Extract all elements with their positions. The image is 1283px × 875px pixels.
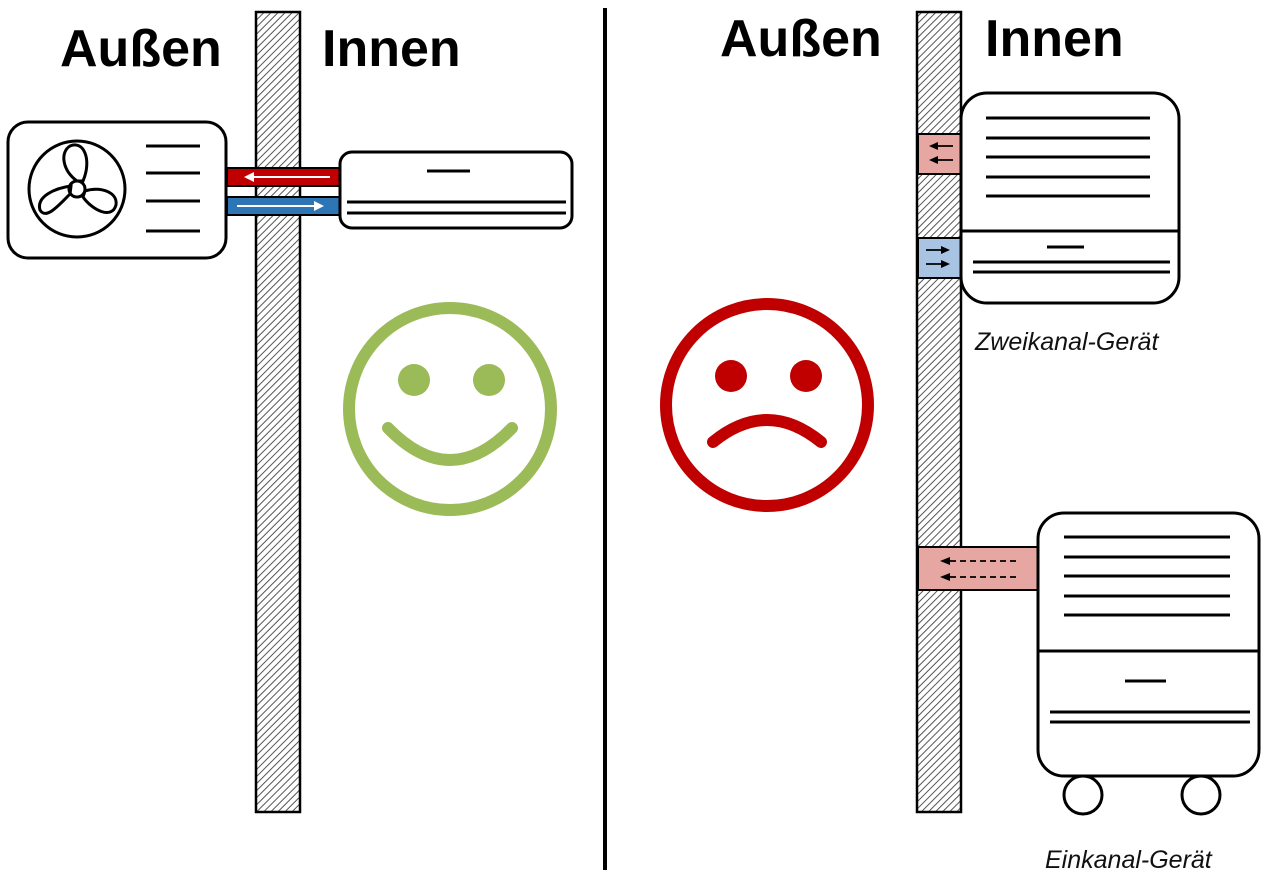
warm-pipe-arrow: [244, 172, 254, 182]
warm-duct: [917, 133, 962, 175]
left-panel: Außen Innen: [6, 10, 574, 814]
indoor-split-unit: [338, 150, 574, 230]
left-inside-label: Innen: [322, 20, 461, 78]
wheel-icon: [1062, 774, 1104, 816]
right-inside-label: Innen: [985, 10, 1124, 68]
refrigerant-pipes: [226, 167, 341, 216]
warm-exhaust-duct: [917, 546, 1039, 591]
dual-duct-device: Zweikanal-Gerät: [917, 91, 1181, 356]
dual-duct-caption: Zweikanal-Gerät: [974, 328, 1159, 356]
happy-face-icon: [343, 302, 557, 516]
left-outside-label: Außen: [60, 20, 222, 78]
right-outside-label: Außen: [720, 10, 882, 68]
right-panel: Außen Innen: [660, 10, 1261, 874]
cool-pipe-arrow: [314, 201, 324, 211]
wheel-icon: [1180, 774, 1222, 816]
single-duct-caption: Einkanal-Gerät: [1045, 846, 1213, 874]
cool-duct: [917, 237, 962, 279]
sad-face-icon: [660, 298, 874, 512]
fan-icon: [27, 139, 127, 239]
left-wall: [254, 10, 302, 814]
outdoor-unit-vents: [146, 144, 200, 233]
outdoor-unit: [6, 120, 228, 260]
single-duct-device: Einkanal-Gerät: [917, 511, 1261, 874]
right-wall: [915, 10, 963, 814]
